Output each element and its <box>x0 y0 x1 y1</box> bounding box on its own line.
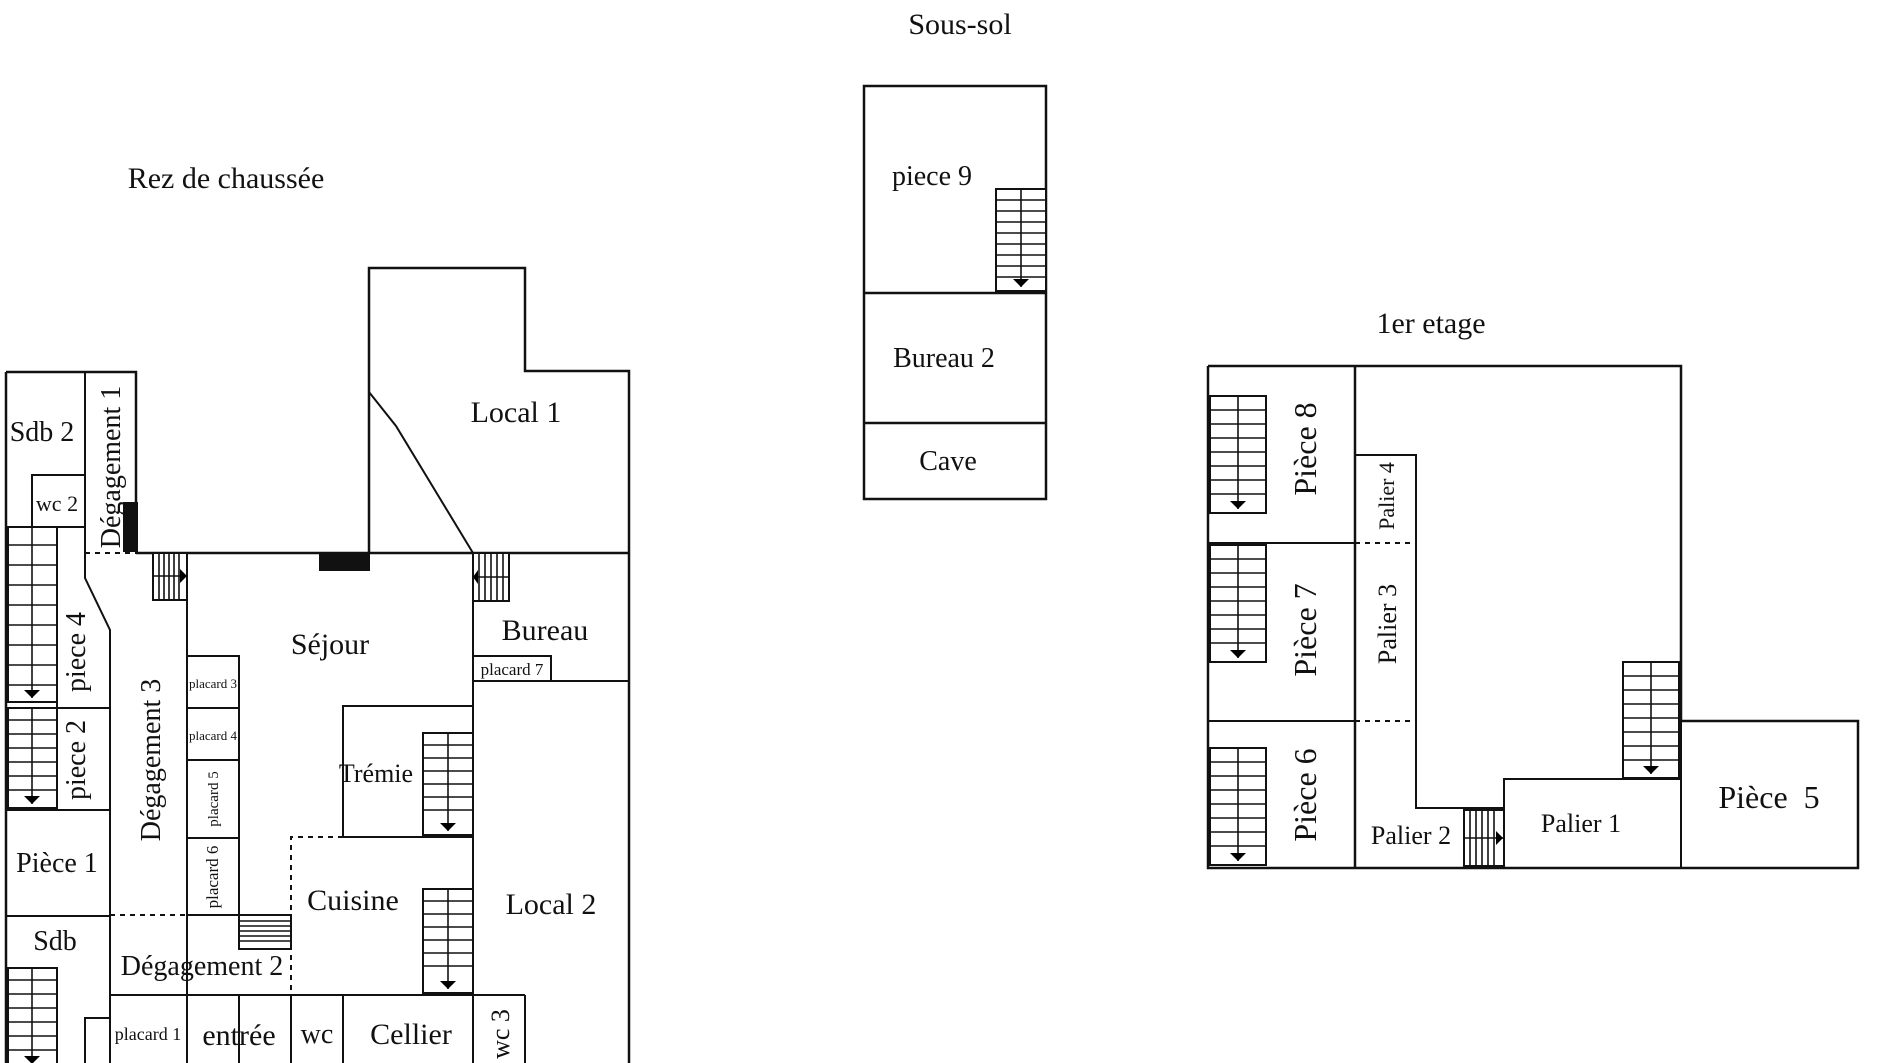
ground-floor-plan: Sdb 2 wc 2 Dégagement 1 Local 1 piece 4 … <box>4 266 631 1063</box>
staircase-icon <box>472 552 510 602</box>
staircase-icon <box>238 914 292 950</box>
room-label: Local 1 <box>471 396 562 429</box>
room-label: wc <box>301 1019 334 1050</box>
room-label: placard 1 <box>115 1024 181 1044</box>
staircase-icon <box>422 888 474 994</box>
room-label: Sdb 2 <box>10 417 75 448</box>
room-label: wc 3 <box>486 1009 515 1059</box>
room-label: placard 6 <box>203 846 222 909</box>
room-label: Local 2 <box>506 888 597 921</box>
room-label: Palier 2 <box>1371 821 1451 850</box>
room-label: Sdb <box>33 926 77 957</box>
basement-plan: piece 9 Bureau 2 Cave <box>862 84 1048 501</box>
room-label: piece 4 <box>61 612 92 692</box>
room-label: Bureau <box>502 614 589 647</box>
room-label: placard 5 <box>206 771 222 826</box>
room-label: Dégagement 1 <box>96 386 127 549</box>
room-label: piece 2 <box>61 720 92 800</box>
staircase-icon <box>995 188 1047 292</box>
staircase-icon <box>1209 544 1267 663</box>
staircase-icon <box>1622 661 1680 779</box>
room-label: Trémie <box>339 759 413 788</box>
staircase-icon <box>1209 747 1267 866</box>
staircase-icon <box>1463 809 1505 867</box>
room-label: Palier 1 <box>1541 809 1621 838</box>
room-label: Séjour <box>291 628 369 661</box>
room-label: Pièce 8 <box>1287 402 1323 495</box>
staircase-icon <box>422 732 474 836</box>
staircase-icon <box>7 967 58 1063</box>
staircase-icon <box>152 552 188 601</box>
room-label: piece 9 <box>892 161 972 192</box>
room-label: Dégagement 3 <box>136 679 167 842</box>
room-label: placard 7 <box>481 660 544 679</box>
room-label: Palier 4 <box>1374 462 1399 530</box>
room-label: Palier 3 <box>1373 584 1402 664</box>
room-label: Cave <box>919 446 977 477</box>
room-label: Cellier <box>370 1018 452 1051</box>
room-label: Pièce 6 <box>1287 748 1323 841</box>
room-label: Pièce 1 <box>16 848 98 879</box>
title-basement: Sous-sol <box>908 8 1011 41</box>
room-label: Cuisine <box>307 884 399 917</box>
room-label: Dégagement 2 <box>121 951 284 982</box>
room-label: Pièce 7 <box>1287 583 1323 676</box>
room-label: placard 3 <box>189 676 237 691</box>
first-floor-plan: Pièce 8 Palier 4 Pièce 7 Palier 3 Pièce … <box>1206 364 1860 870</box>
room-label: Pièce 5 <box>1718 779 1819 815</box>
title-first-floor: 1er etage <box>1376 307 1485 340</box>
room-label: wc 2 <box>36 491 78 516</box>
title-ground-floor: Rez de chaussée <box>128 162 325 195</box>
room-label: Bureau 2 <box>893 343 995 374</box>
room-label: placard 4 <box>189 728 238 743</box>
staircase-icon <box>7 707 58 809</box>
room-label: entrée <box>202 1019 275 1052</box>
staircase-icon <box>1209 395 1267 514</box>
staircase-icon <box>7 526 58 703</box>
